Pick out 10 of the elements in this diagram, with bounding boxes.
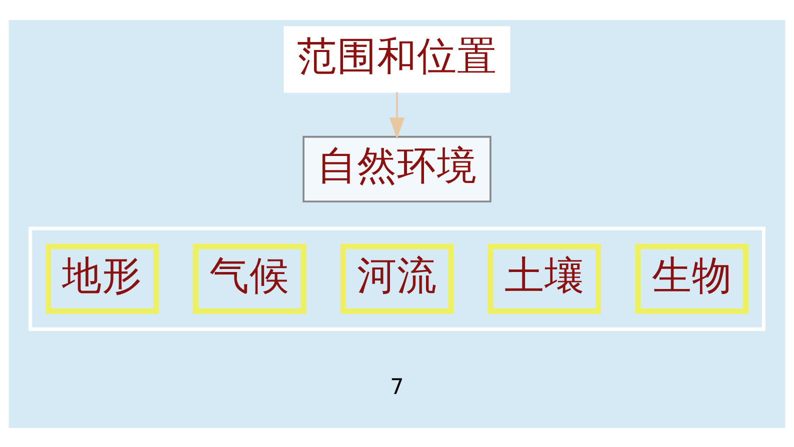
node-box: 范围和位置 [284, 26, 510, 92]
node-box: 自然环境 [302, 135, 492, 202]
cluster [28, 226, 766, 330]
node-box: 生物 [635, 243, 748, 314]
node-box: 河流 [340, 243, 454, 314]
label: 7 [390, 374, 404, 400]
node-box: 气候 [193, 243, 306, 314]
node-box: 土壤 [488, 243, 601, 314]
arrow [389, 92, 405, 139]
node-box: 地形 [46, 243, 159, 314]
